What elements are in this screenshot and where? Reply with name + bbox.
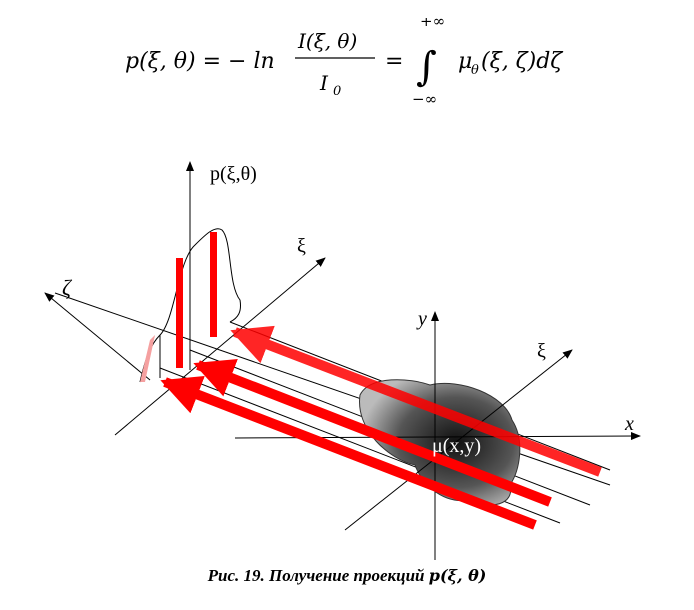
zeta-axis-line [54,292,611,486]
label-zeta: ζ [62,275,73,300]
projection-bar [210,232,217,337]
label-xi-left: ξ [297,235,306,257]
projection-diagram: p(ξ,θ) ξ ζ y ξ x μ(x,y) [44,161,641,560]
formula-lhs: p(ξ, θ) = − ln [125,49,275,74]
formula-integral: ∫ [416,44,437,90]
zeta-axis [44,292,151,381]
formula-numerator: I(ξ, θ) [297,29,357,53]
formula-integrand-sub: θ [471,63,479,78]
formula-integrand-rest: (ξ, ζ)dζ [481,49,564,74]
formula-lower-limit: −∞ [412,90,437,108]
formula-upper-limit: +∞ [420,18,445,30]
projection-formula: p(ξ, θ) = − ln I(ξ, θ) I 0 = +∞ ∫ −∞ μ θ… [125,18,564,108]
ray-arrow [160,375,537,530]
caption-text: Рис. 19. Получение проекций [207,566,429,585]
formula-integrand: μ [458,49,472,74]
projection-bar [176,258,183,368]
profile-fill [140,335,155,382]
formula-denominator: I [319,71,329,95]
label-mu: μ(x,y) [432,435,481,457]
label-x: x [624,413,634,435]
figure-caption: Рис. 19. Получение проекций p(ξ, θ) [0,566,694,586]
xi-axis-right [344,349,573,531]
label-p: p(ξ,θ) [210,163,257,185]
xi-axis-left [114,257,326,436]
ray-arrow [230,325,602,477]
ray-arrow [193,359,552,507]
formula-equals: = [385,49,403,74]
formula-denominator-sub: 0 [333,84,341,99]
caption-formula: p(ξ, θ) [428,566,487,585]
label-y: y [416,308,427,330]
label-xi-right: ξ [537,340,546,362]
